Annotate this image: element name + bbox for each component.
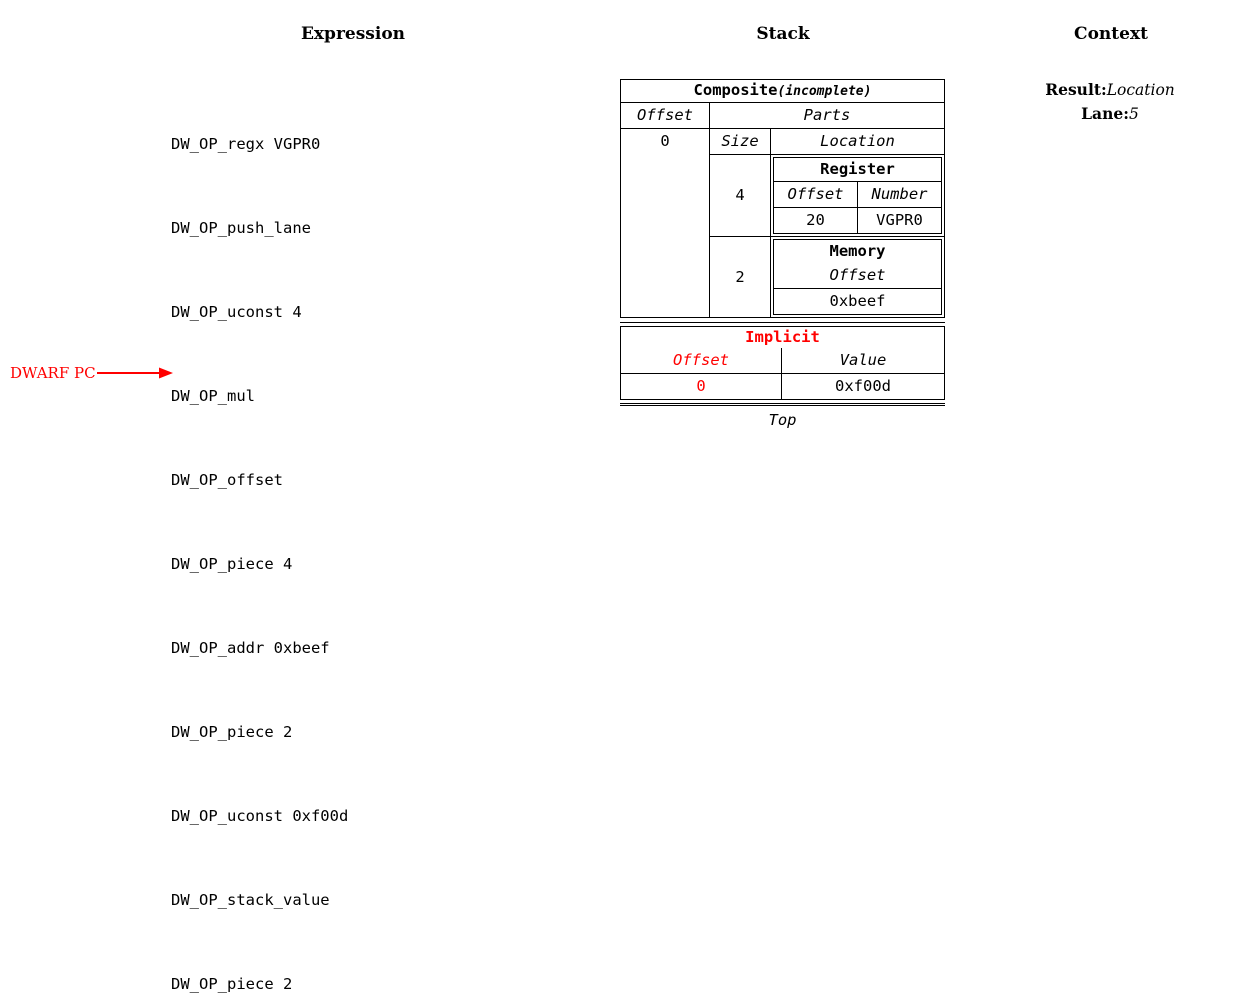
context-row: Lane:5 (1000, 102, 1220, 126)
part-location-cell: Register Offset Number 20 VGPR0 (770, 155, 944, 236)
part-size-value: 2 (735, 267, 745, 286)
page-title-context: Context (1074, 24, 1148, 44)
expression-line: DW_OP_piece 2 (171, 723, 293, 741)
expression-line: DW_OP_stack_value (171, 891, 330, 909)
composite-offset-column: 0 (621, 128, 709, 317)
composite-body: 0 Size Location 4 Register Offset (621, 128, 944, 317)
context-row: Result:Location (1000, 78, 1220, 102)
expression-line: DW_OP_uconst 0xf00d (171, 807, 349, 825)
expression-line: DW_OP_push_lane (171, 219, 311, 237)
context-lane-value: 5 (1128, 105, 1139, 123)
stack-area: Composite(incomplete) Offset Parts 0 Siz… (620, 79, 945, 432)
implicit-header-row: Offset Value (621, 348, 944, 373)
implicit-value-value: 0xf00d (781, 374, 944, 399)
context-block: Result:Location Lane:5 (1000, 78, 1220, 126)
composite-title-qualifier: (incomplete) (777, 84, 872, 99)
register-offset-header: Offset (787, 185, 844, 203)
parts-header-row: Size Location (710, 128, 944, 154)
implicit-value-row: 0 0xf00d (621, 373, 944, 399)
register-offset-value: 20 (806, 211, 825, 229)
register-value-row: 20 VGPR0 (774, 207, 941, 233)
expression-line: DW_OP_uconst 4 (171, 303, 302, 321)
context-result-key: Result: (1045, 80, 1107, 99)
composite-parts-header: Parts (709, 103, 944, 128)
expression-line: DW_OP_offset (171, 471, 283, 489)
stack-top-label: Top (768, 411, 797, 429)
expression-line: DW_OP_piece 4 (171, 555, 293, 573)
stack-entry-separator (620, 322, 945, 323)
composite-title-text: Composite (693, 81, 778, 99)
part-size-value: 4 (735, 186, 745, 204)
register-header-row: Offset Number (774, 181, 941, 207)
memory-title: Memory (829, 242, 886, 260)
arrow-right-icon (96, 367, 173, 379)
composite-frame: Composite(incomplete) Offset Parts 0 Siz… (620, 79, 945, 318)
stack-bottom-rule (620, 403, 945, 406)
composite-parts-column: Size Location 4 Register Offset Number (709, 128, 944, 317)
expression-line: DW_OP_piece 2 (171, 975, 293, 993)
memory-location-box: Memory Offset 0xbeef (773, 239, 942, 315)
expression-line: DW_OP_mul (171, 387, 255, 405)
parts-size-header: Size (721, 132, 759, 150)
implicit-frame: Implicit Offset Value 0 0xf00d (620, 326, 945, 400)
implicit-value-header: Value (781, 348, 944, 373)
page-title-stack: Stack (756, 24, 810, 44)
memory-offset-value: 0xbeef (774, 288, 941, 314)
implicit-offset-header: Offset (673, 351, 729, 369)
expression-line: DW_OP_addr 0xbeef (171, 639, 330, 657)
register-number-header: Number (857, 182, 941, 207)
implicit-offset-value: 0 (696, 377, 706, 395)
implicit-title: Implicit (745, 328, 820, 346)
register-title: Register (820, 160, 895, 178)
dwarf-pc-marker: DWARF PC (10, 364, 175, 382)
composite-offset-value: 0 (621, 128, 709, 154)
register-number-value: VGPR0 (857, 208, 941, 233)
register-location-box: Register Offset Number 20 VGPR0 (773, 157, 942, 234)
composite-header-row: Offset Parts (621, 102, 944, 128)
memory-offset-header: Offset (829, 266, 886, 284)
context-lane-key: Lane: (1081, 104, 1129, 123)
parts-location-header: Location (770, 129, 944, 154)
composite-title: Composite(incomplete) (621, 80, 944, 102)
part-row: 4 Register Offset Number 20 VGPR0 (710, 154, 944, 236)
part-row: 2 Memory Offset 0xbeef (710, 236, 944, 317)
part-location-cell: Memory Offset 0xbeef (770, 237, 944, 317)
expression-list: DW_OP_regx VGPR0 DW_OP_push_lane DW_OP_u… (171, 74, 348, 1000)
composite-offset-header: Offset (637, 106, 693, 124)
context-result-value: Location (1106, 81, 1175, 99)
expression-line: DW_OP_regx VGPR0 (171, 135, 321, 153)
page-title-expression: Expression (300, 24, 406, 44)
dwarf-pc-label: DWARF PC (10, 364, 96, 382)
